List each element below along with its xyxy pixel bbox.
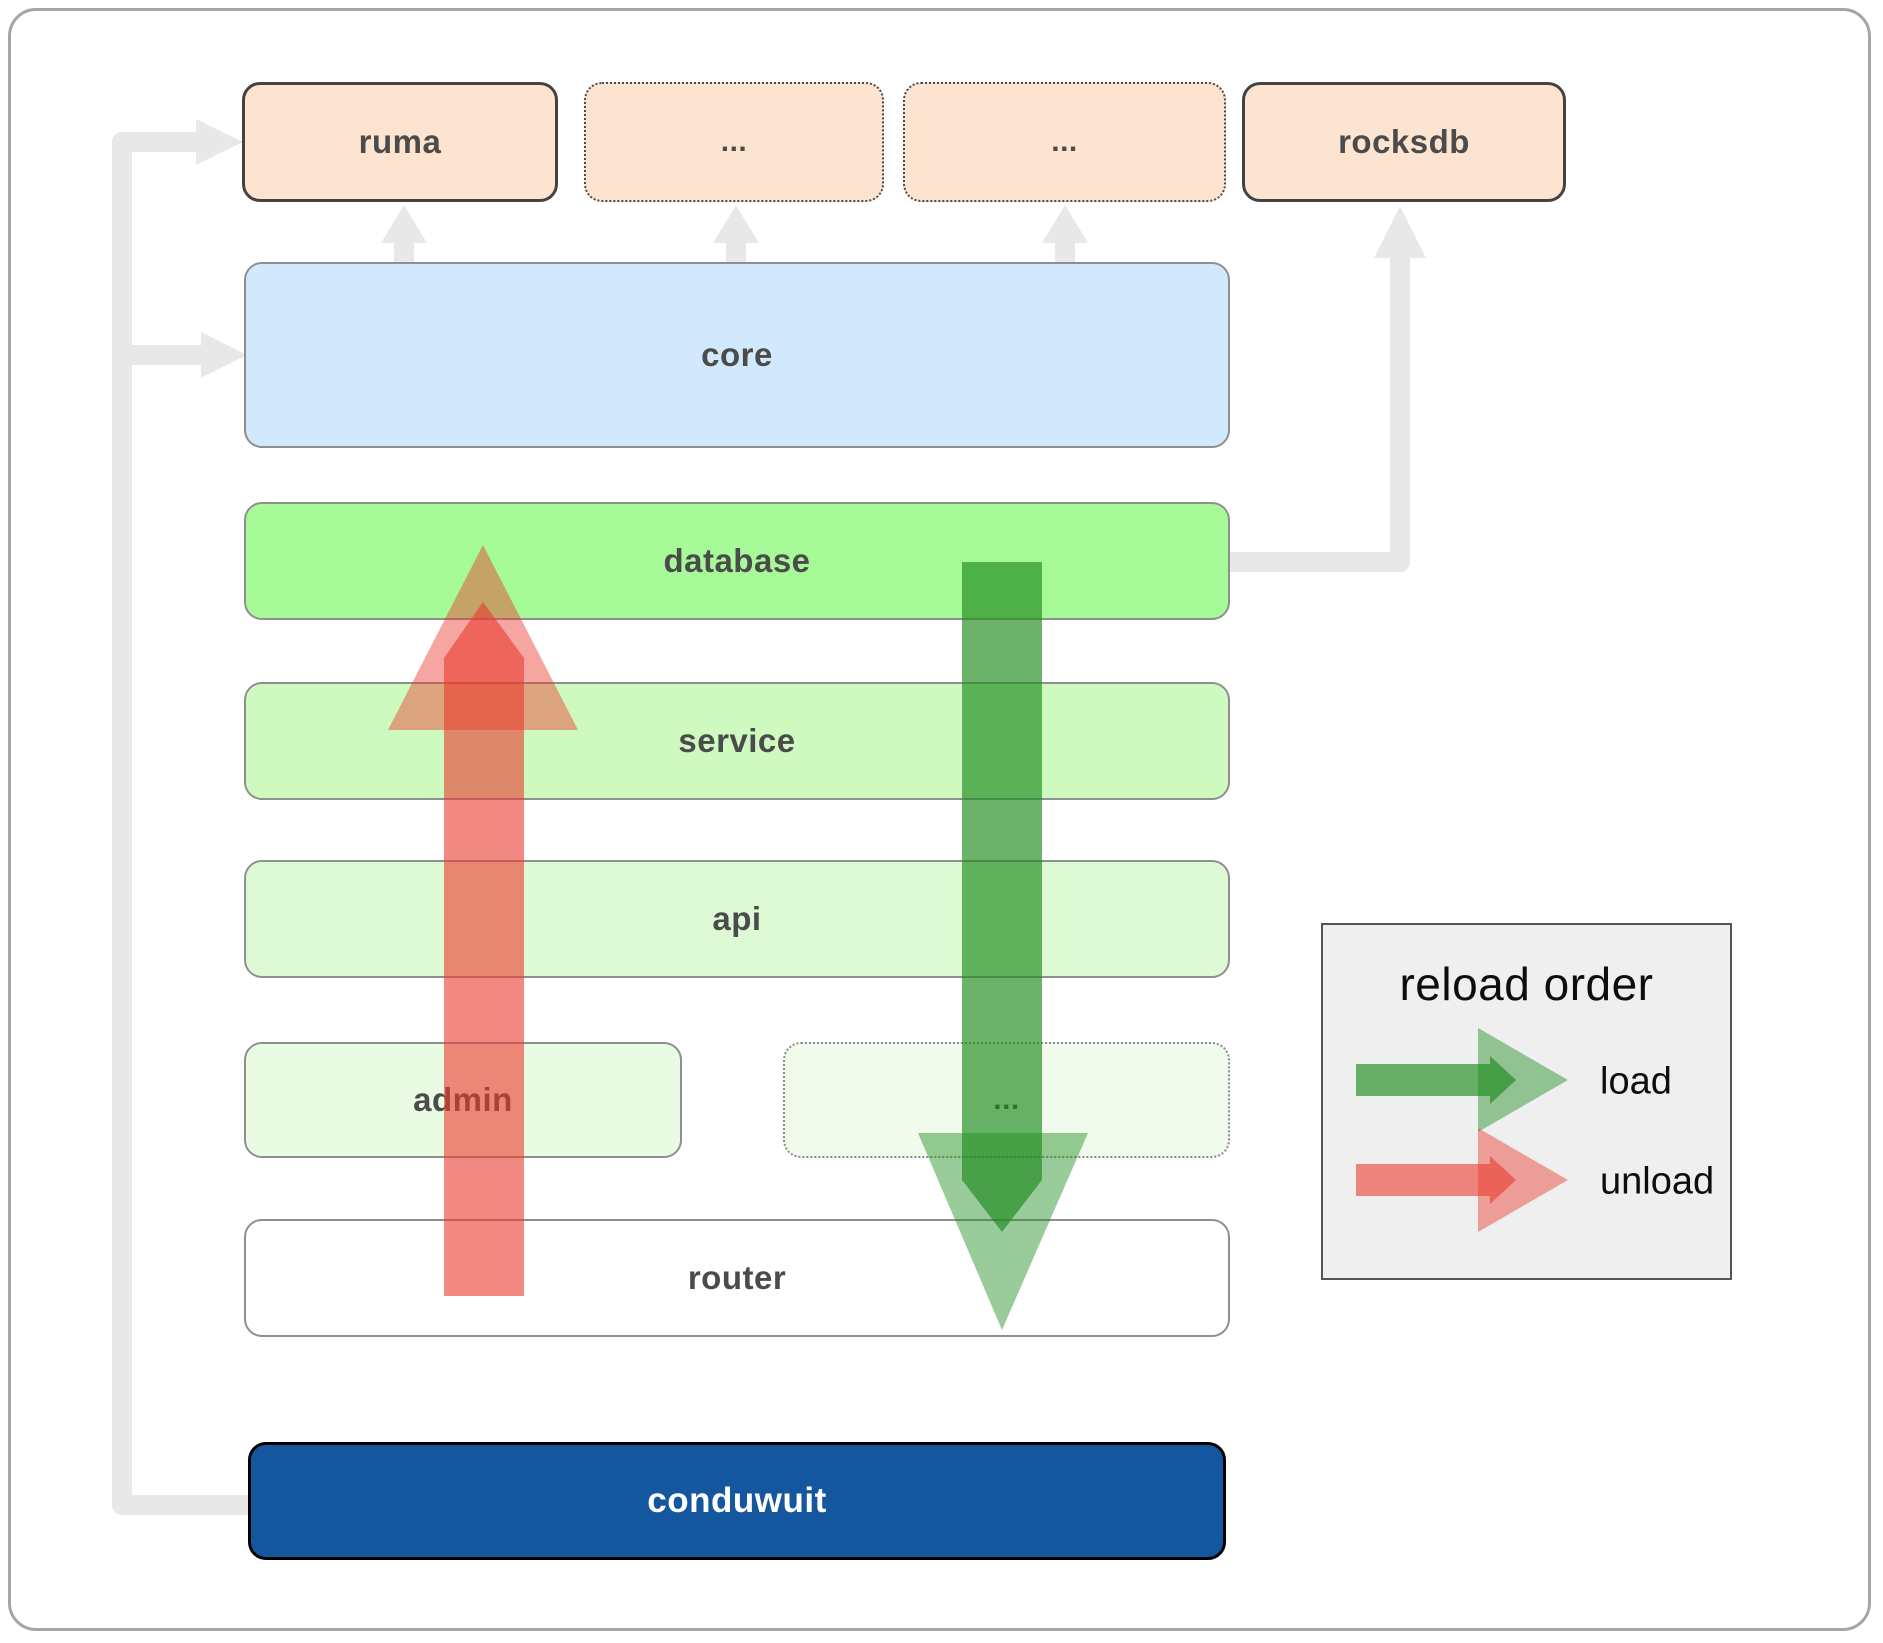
node-service-label: service: [678, 722, 796, 759]
load-arrow-shaft: [962, 562, 1042, 1232]
legend-title: reload order: [1399, 958, 1654, 1010]
node-ruma: ruma: [242, 82, 558, 202]
legend: reload order load unload: [1321, 923, 1732, 1280]
node-dots-top-1: ...: [584, 82, 884, 202]
legend-load-label: load: [1600, 1060, 1672, 1103]
legend-unload-arrow-shaft: [1356, 1156, 1516, 1204]
database-to-rocksdb-connector: [1223, 256, 1410, 572]
node-api: api: [244, 860, 1230, 978]
legend-load-arrow-shaft: [1356, 1056, 1516, 1104]
load-arrow-head-icon: [918, 1133, 1088, 1330]
node-conduwuit-label: conduwuit: [647, 1481, 827, 1520]
node-core: core: [244, 262, 1230, 448]
node-database-label: database: [663, 542, 811, 579]
node-database: database: [244, 502, 1230, 620]
node-dots-top-2: ...: [903, 82, 1226, 202]
node-router: router: [244, 1219, 1230, 1337]
core-up-arrow-shaft: [726, 238, 746, 264]
legend-unload-arrow-head-icon: [1478, 1128, 1568, 1232]
node-ruma-label: ruma: [358, 123, 442, 160]
node-dots-top-2-label: ...: [1051, 125, 1078, 158]
core-up-arrow-head-icon: [381, 205, 427, 243]
node-core-label: core: [701, 336, 773, 373]
arrowhead-into-ruma-icon: [196, 119, 243, 165]
legend-load-arrow-head-icon: [1478, 1028, 1568, 1132]
core-up-arrow-head-icon: [1042, 205, 1088, 243]
arrowhead-into-rocksdb-icon: [1374, 206, 1426, 258]
node-conduwuit: conduwuit: [248, 1442, 1226, 1560]
core-up-arrow-shaft: [394, 238, 414, 264]
conduwuit-to-ruma-connector: [112, 132, 248, 1515]
arrowhead-into-core-icon: [201, 332, 247, 378]
core-up-arrow-shaft: [1055, 238, 1075, 264]
node-rocksdb: rocksdb: [1242, 82, 1566, 202]
node-rocksdb-label: rocksdb: [1338, 123, 1470, 160]
unload-arrow-shaft: [444, 602, 524, 1296]
legend-unload-label: unload: [1600, 1160, 1715, 1203]
node-router-label: router: [687, 1259, 787, 1296]
canvas-border: [8, 8, 1871, 1631]
node-dots-top-1-label: ...: [720, 125, 748, 158]
core-up-arrow-head-icon: [713, 205, 759, 243]
node-service: service: [244, 682, 1230, 800]
node-api-label: api: [712, 900, 762, 937]
